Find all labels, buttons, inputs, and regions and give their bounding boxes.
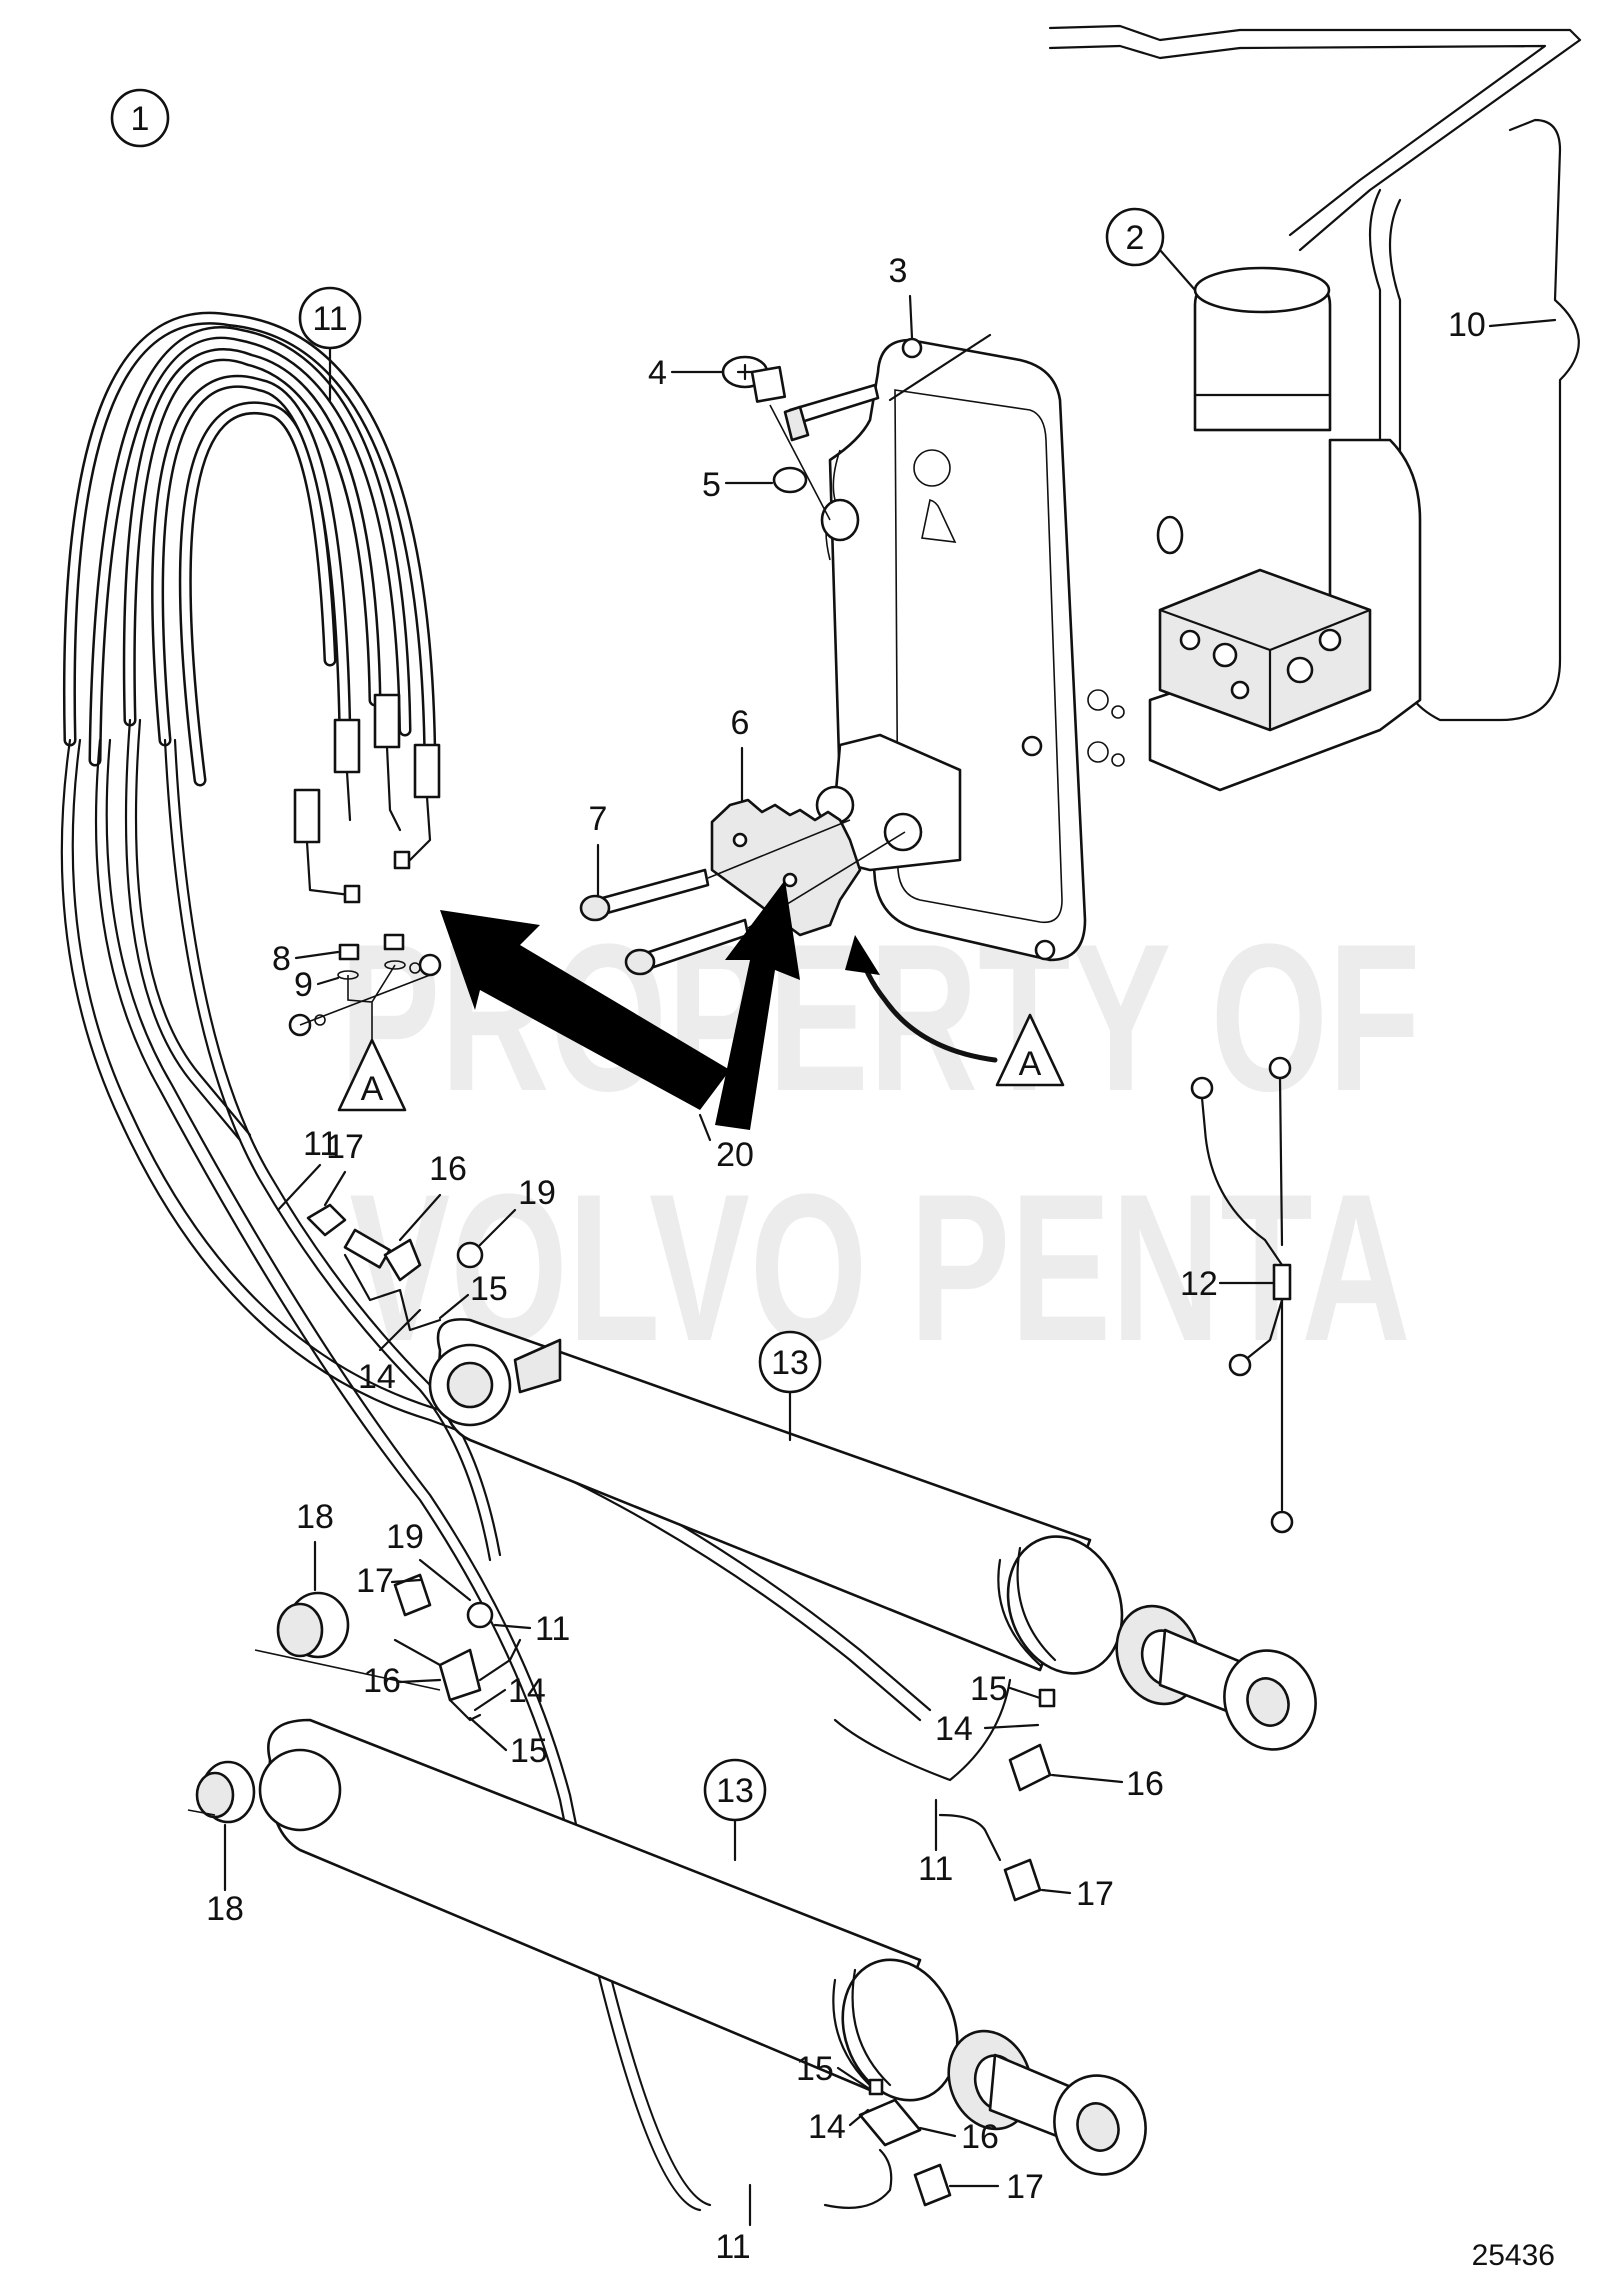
label-14-right: 14	[935, 1710, 973, 1748]
watermark: PROPERTY OF VOLVO PENTA	[340, 899, 1421, 1384]
callout-circle-1-text: 1	[131, 100, 150, 138]
label-14-upper: 14	[358, 1358, 396, 1396]
trim-pump-assembly	[1048, 24, 1582, 792]
long-hoses	[60, 718, 932, 2212]
label-16-right: 16	[1126, 1765, 1164, 1803]
label-3: 3	[889, 252, 908, 290]
ground-cable	[1190, 1056, 1294, 1534]
label-16-upper: 16	[429, 1150, 467, 1188]
callout-circle-2: 2	[1105, 207, 1197, 292]
figure-number: 25436	[1472, 2239, 1555, 2272]
hose-bracket	[710, 798, 862, 937]
label-11-middle: 11	[535, 1610, 570, 1648]
label-9: 9	[294, 966, 313, 1004]
label-15-middle: 15	[510, 1732, 548, 1770]
label-19-upper: 19	[518, 1174, 556, 1212]
arrow-to-bracket	[715, 880, 800, 1130]
hose-bundle	[62, 311, 441, 904]
label-19-middle: 19	[386, 1518, 424, 1556]
callout-circle-13-lower: 13	[703, 1758, 767, 1862]
callout-circle-11: 11	[298, 286, 362, 402]
label-12: 12	[1180, 1265, 1218, 1303]
arrow-to-hose-ends	[440, 910, 730, 1110]
label-17-right: 17	[1076, 1875, 1114, 1913]
detail-a-marker-right-label: A	[1019, 1045, 1042, 1083]
label-7: 7	[589, 800, 608, 838]
hose-clamps-and-screws	[306, 1203, 1056, 2209]
detail-a-marker-left: A	[337, 1038, 407, 1112]
callout-circle-11-text: 11	[312, 300, 347, 338]
trim-cylinder-lower	[258, 1718, 1147, 2176]
detail-a-marker-left-label: A	[361, 1070, 384, 1108]
callout-circle-13-upper-text: 13	[771, 1344, 809, 1382]
label-17-bottom: 17	[1006, 2168, 1044, 2206]
label-18-lower: 18	[206, 1890, 244, 1928]
seal-washers	[288, 933, 442, 1040]
label-11-right: 11	[918, 1850, 953, 1888]
bushings	[187, 1591, 441, 1824]
label-20: 20	[716, 1136, 754, 1174]
trim-cylinder-upper	[428, 1318, 1317, 1751]
label-14-middle: 14	[508, 1672, 546, 1710]
label-16-middle: 16	[363, 1662, 401, 1700]
label-15-upper: 15	[470, 1270, 508, 1308]
callout-circle-2-text: 2	[1126, 219, 1145, 257]
label-10: 10	[1448, 306, 1486, 344]
callout-labels: 3 4 5 6 7 8 9 10 11 11 11 11 12 14 14 14	[206, 252, 1557, 2266]
assembly-arrows	[440, 880, 998, 1130]
pump-cover-assembly	[815, 333, 1087, 962]
label-11-upper: 11	[303, 1125, 338, 1163]
label-16-bottom: 16	[961, 2118, 999, 2156]
callout-circle-13-upper: 13	[758, 1330, 822, 1442]
label-18-upper: 18	[296, 1498, 334, 1536]
label-11-bottom: 11	[715, 2228, 750, 2266]
label-5: 5	[702, 466, 721, 504]
label-17-middle: 17	[356, 1562, 394, 1600]
label-4: 4	[648, 354, 667, 392]
filler-o-ring	[772, 466, 808, 494]
callout-circle-1: 1	[110, 88, 170, 148]
label-14-bottom: 14	[808, 2108, 846, 2146]
callout-circle-13-lower-text: 13	[716, 1772, 754, 1810]
label-17-upper: 17	[326, 1128, 364, 1166]
label-15-right: 15	[970, 1670, 1008, 1708]
cover-bolt	[783, 383, 880, 442]
detail-a-marker-right: A	[995, 1013, 1065, 1087]
filler-plug	[721, 355, 831, 521]
label-15-bottom: 15	[796, 2050, 834, 2088]
label-6: 6	[731, 704, 750, 742]
label-8: 8	[272, 940, 291, 978]
